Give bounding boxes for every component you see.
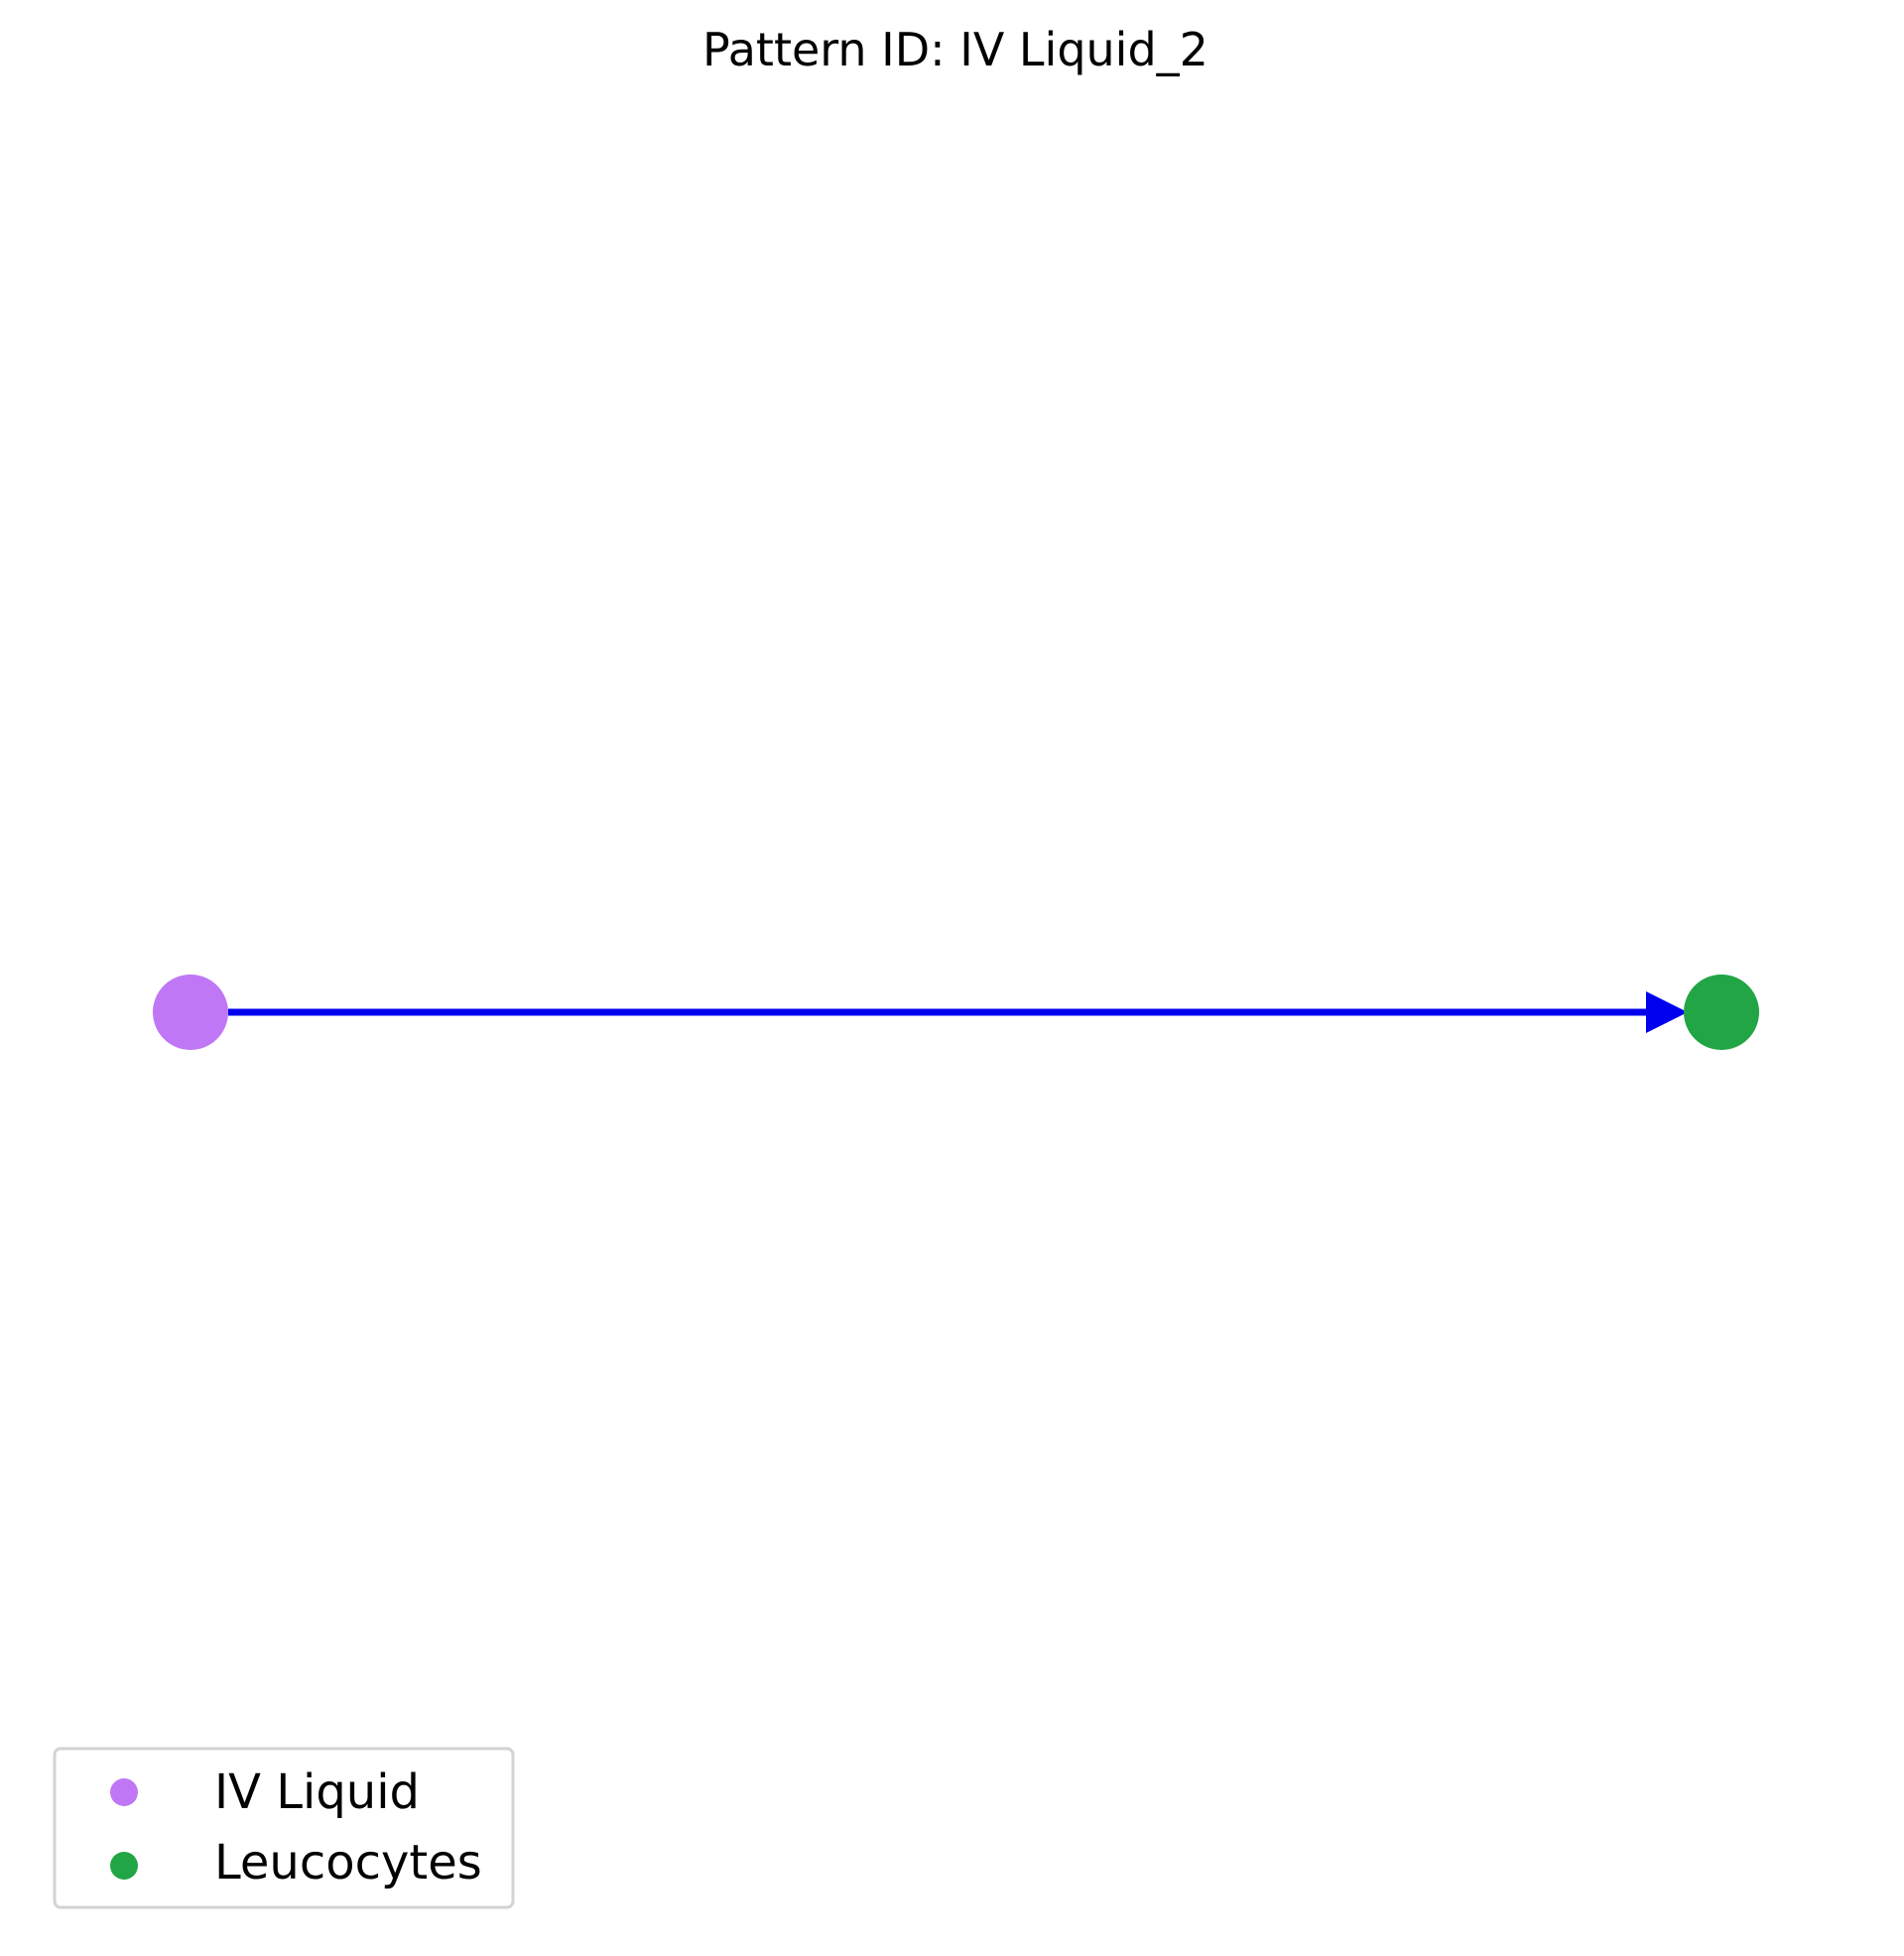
legend-frame [53, 1747, 515, 1909]
legend-marker-iv-liquid [110, 1778, 138, 1806]
node-iv-liquid [153, 975, 228, 1050]
legend: IV Liquid Leucocytes [53, 1747, 515, 1909]
node-leucocytes [1684, 975, 1759, 1050]
legend-marker-leucocytes [110, 1852, 138, 1880]
legend-label-iv-liquid: IV Liquid [214, 1764, 420, 1820]
legend-entry-leucocytes: Leucocytes [110, 1835, 482, 1891]
legend-label-leucocytes: Leucocytes [214, 1835, 482, 1891]
diagram-title: Pattern ID: IV Liquid_2 [702, 23, 1208, 76]
legend-entry-iv-liquid: IV Liquid [110, 1764, 420, 1820]
